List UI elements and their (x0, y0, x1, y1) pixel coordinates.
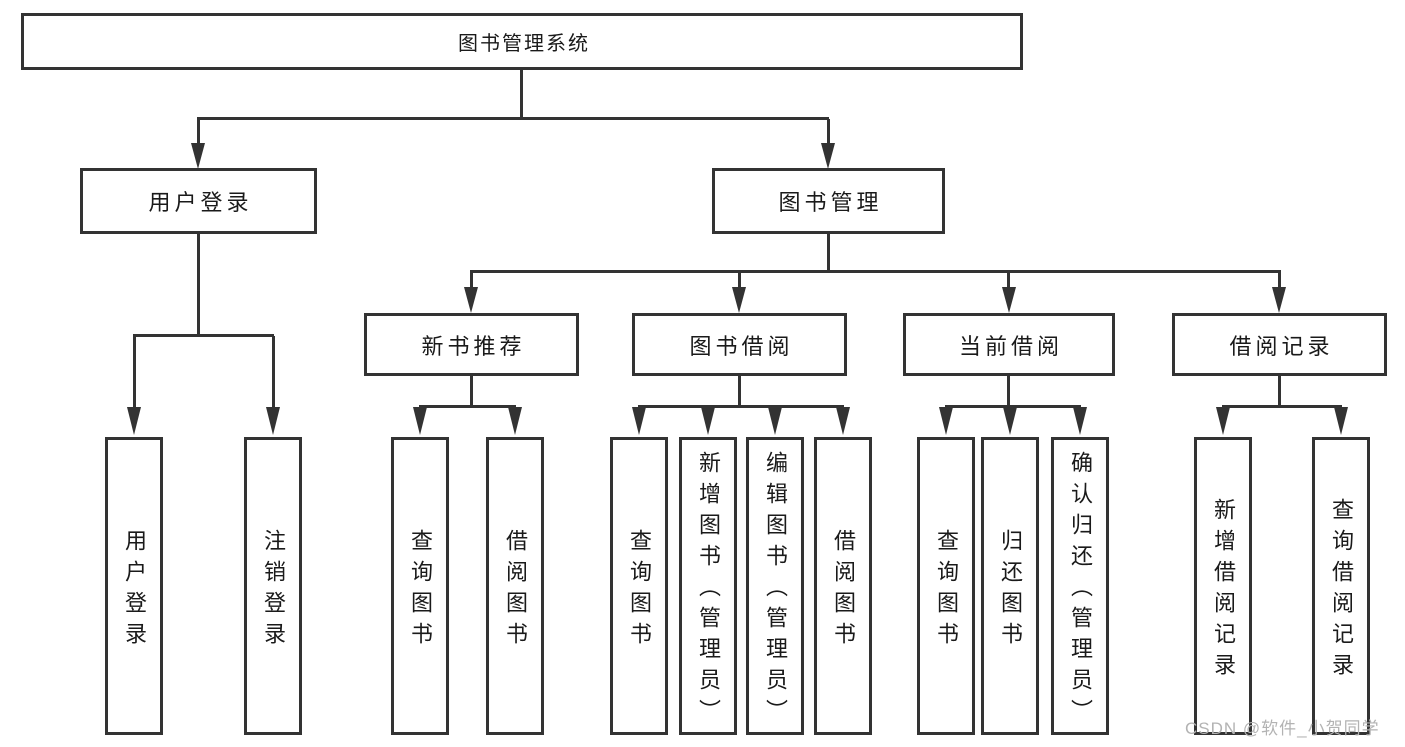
node-label: 编辑图书（管理员） (763, 451, 788, 730)
arrow-down-icon (1272, 287, 1286, 313)
arrow-down-icon (464, 287, 478, 313)
leaf-query-books-borrow: 查询图书 (610, 437, 668, 735)
node-label: 查询借阅记录 (1329, 497, 1354, 684)
node-label: 新书推荐 (421, 333, 526, 359)
arrow-down-icon (1003, 407, 1017, 435)
arrow-down-icon (1334, 407, 1348, 435)
leaf-borrow-books-2: 借阅图书 (814, 437, 872, 735)
leaf-query-books-current: 查询图书 (917, 437, 975, 735)
leaf-edit-book-admin: 编辑图书（管理员） (746, 437, 804, 735)
connector-root-stub (520, 70, 523, 118)
connector-book-borrow-stub (738, 376, 741, 407)
connector-drop-borrow-records (1278, 272, 1281, 289)
node-book-borrow: 图书借阅 (632, 313, 847, 376)
arrow-down-icon (266, 407, 280, 435)
arrow-down-icon (768, 407, 782, 435)
node-label: 确认归还（管理员） (1068, 451, 1093, 730)
node-label: 借阅图书 (503, 528, 528, 653)
node-label: 用户登录 (148, 190, 253, 215)
connector-level2-bar (197, 117, 829, 120)
connector-drop-user-login (197, 119, 200, 146)
arrow-down-icon (632, 407, 646, 435)
leaf-add-borrow-record: 新增借阅记录 (1194, 437, 1252, 735)
arrow-down-icon (1073, 407, 1087, 435)
node-borrow-records: 借阅记录 (1172, 313, 1387, 376)
node-label: 图书管理 (778, 190, 883, 215)
arrow-down-icon (127, 407, 141, 435)
connector-level3-bar (470, 270, 1281, 273)
arrow-down-icon (836, 407, 850, 435)
leaf-logout: 注销登录 (244, 437, 302, 735)
node-book-management: 图书管理 (712, 168, 945, 234)
connector-drop-new-book (470, 272, 473, 289)
connector-borrow-records-bar (1222, 405, 1342, 408)
connector-user-login-stub (197, 234, 200, 336)
node-label: 用户登录 (122, 528, 147, 653)
node-label: 注销登录 (261, 528, 286, 653)
arrow-down-icon (191, 143, 205, 169)
csdn-watermark: CSDN @软件_小贺同学 (1185, 719, 1380, 738)
node-label: 借阅记录 (1229, 333, 1334, 359)
connector-book-management-stub (827, 234, 830, 272)
connector-borrow-records-stub (1278, 376, 1281, 407)
connector-user-login-bar (133, 334, 274, 337)
node-library-management-system: 图书管理系统 (21, 13, 1023, 70)
arrow-down-icon (1002, 287, 1016, 313)
connector-drop-current-borrow (1007, 272, 1010, 289)
connector-drop-leaf-logout (272, 336, 275, 409)
arrow-down-icon (732, 287, 746, 313)
node-label: 查询图书 (408, 528, 433, 653)
node-label: 图书借阅 (689, 333, 794, 359)
arrow-down-icon (821, 143, 835, 169)
leaf-query-books-recommend: 查询图书 (391, 437, 449, 735)
node-label: 新增图书（管理员） (696, 451, 721, 730)
connector-new-book-bar (419, 405, 516, 408)
node-label: 图书管理系统 (458, 33, 590, 55)
arrow-down-icon (939, 407, 953, 435)
connector-book-borrow-bar (638, 405, 844, 408)
arrow-down-icon (413, 407, 427, 435)
leaf-user-login: 用户登录 (105, 437, 163, 735)
node-label: 当前借阅 (958, 333, 1063, 359)
node-new-book-recommend: 新书推荐 (364, 313, 579, 376)
leaf-confirm-return-admin: 确认归还（管理员） (1051, 437, 1109, 735)
node-label: 查询图书 (627, 528, 652, 653)
node-label: 查询图书 (934, 528, 959, 653)
node-label: 新增借阅记录 (1211, 497, 1236, 684)
node-label: 借阅图书 (831, 528, 856, 653)
connector-new-book-stub (470, 376, 473, 407)
connector-current-borrow-bar (945, 405, 1081, 408)
arrow-down-icon (508, 407, 522, 435)
connector-drop-book-management (827, 119, 830, 146)
arrow-down-icon (701, 407, 715, 435)
node-label: 归还图书 (998, 528, 1023, 653)
leaf-borrow-books-recommend: 借阅图书 (486, 437, 544, 735)
connector-current-borrow-stub (1007, 376, 1010, 407)
leaf-return-book: 归还图书 (981, 437, 1039, 735)
node-user-login: 用户登录 (80, 168, 317, 234)
arrow-down-icon (1216, 407, 1230, 435)
leaf-query-borrow-record: 查询借阅记录 (1312, 437, 1370, 735)
connector-drop-book-borrow (738, 272, 741, 289)
node-current-borrow: 当前借阅 (903, 313, 1115, 376)
leaf-add-book-admin: 新增图书（管理员） (679, 437, 737, 735)
connector-drop-leaf-login (133, 336, 136, 409)
